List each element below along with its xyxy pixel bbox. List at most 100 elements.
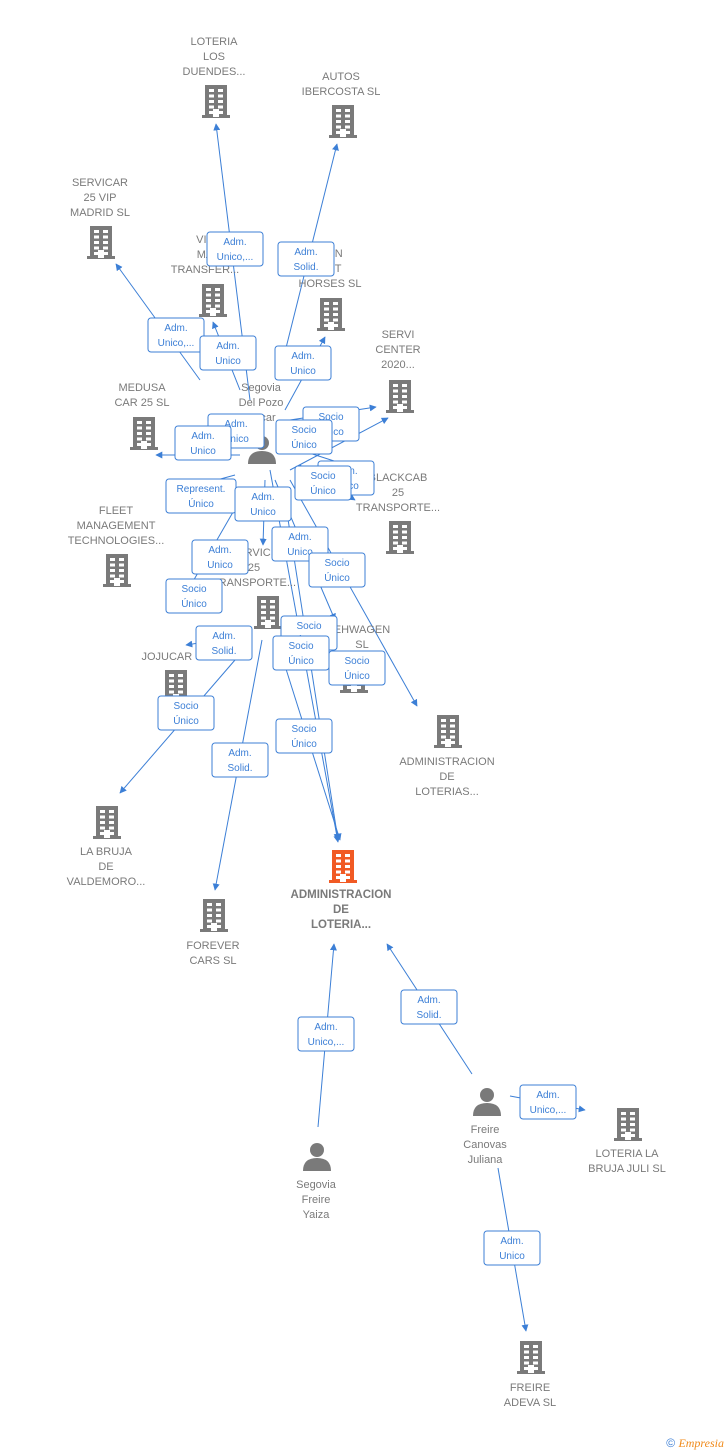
badge-text: Socio (181, 584, 206, 595)
node-label-line: LOTERIA LA (596, 1148, 660, 1160)
badge-text: Unico (250, 507, 276, 518)
node-forever[interactable]: FOREVER CARS SL (186, 899, 240, 967)
node-label-line: SL (355, 639, 368, 651)
node-admin_loterias[interactable]: ADMINISTRACIONDELOTERIAS... (399, 715, 495, 798)
relation-badge[interactable]: Adm.Unico (483, 1230, 541, 1266)
badge-text: Único (173, 714, 199, 727)
edge-segovia_oscar-to-ehwagen (289, 479, 418, 707)
node-loteria_duendes[interactable]: LOTERIALOSDUENDES... (183, 36, 246, 118)
badge-text: Adm. (288, 532, 311, 543)
badge-text: Unico,... (530, 1105, 567, 1116)
building-icon (93, 806, 121, 839)
relation-badge[interactable]: Adm. Solid. (400, 989, 458, 1025)
relation-badge[interactable]: Adm. Unico (234, 486, 292, 522)
building-icon (130, 417, 158, 450)
node-label-line: 25 (392, 487, 404, 499)
relation-badge[interactable]: Adm.Unico,... (297, 1016, 355, 1052)
node-label-line: Yaiza (303, 1209, 331, 1221)
node-label-line: CENTER (375, 344, 420, 356)
node-label-line: 2020... (381, 359, 415, 371)
badge-text: Adm. (164, 323, 187, 334)
badge-text: Represent. (177, 484, 226, 495)
node-label-line: DUENDES... (183, 66, 246, 78)
badge-text: Unico (499, 1251, 525, 1262)
badge-text: Adm. (314, 1022, 337, 1033)
badge-text: Adm. (294, 247, 317, 258)
node-label-line: ADMINISTRACION (399, 756, 494, 768)
node-servicenter[interactable]: SERVICENTER2020... (375, 329, 421, 413)
node-label-line: Del Pozo (239, 397, 284, 409)
badge-text: Socio (173, 701, 198, 712)
building-icon (386, 380, 414, 413)
building-icon (200, 899, 228, 932)
node-label-line: FOREVER (186, 940, 239, 952)
node-label-line: Freire (302, 1194, 331, 1206)
edge-segovia_oscar-to-blackcab (289, 417, 389, 471)
badge-text: Unico,... (158, 338, 195, 349)
badge-text: Unico (290, 366, 316, 377)
badge-text: Solid. (416, 1010, 441, 1021)
relation-badge[interactable]: Adm.Unico,... (519, 1084, 577, 1120)
node-label-line: MANAGEMENT (77, 520, 156, 532)
relation-badge[interactable]: Adm.Unico (274, 345, 332, 381)
node-jojucar[interactable]: JOJUCAR S (141, 651, 203, 703)
node-label-line: LOS (203, 51, 225, 63)
relation-badge[interactable]: Adm.Solid. (211, 742, 269, 778)
node-la_bruja[interactable]: LA BRUJADEVALDEMORO... (67, 806, 146, 888)
copyright-symbol: © (666, 1436, 676, 1450)
node-focus[interactable]: ADMINISTRACIONDELOTERIA... (291, 850, 392, 931)
node-label-line: TRANSPORTE... (212, 577, 296, 589)
building-icon (517, 1341, 545, 1374)
node-martin[interactable]: RTINORTHORSES SL (299, 248, 362, 331)
badge-text: Socio (344, 656, 369, 667)
node-label-line: CARS SL (189, 955, 236, 967)
badge-text: Adm. (191, 431, 214, 442)
building-icon (386, 521, 414, 554)
node-label-line: BLACKCAB (369, 472, 428, 484)
node-label-line: ADEVA SL (504, 1397, 556, 1409)
badge-text: Adm. (417, 995, 440, 1006)
badge-text: Único (188, 497, 214, 510)
node-label-line: FLEET (99, 505, 134, 517)
node-label-line: FREIRE (510, 1382, 550, 1394)
footer-brand[interactable]: © Empresia (666, 1436, 724, 1451)
node-label-line: DE (98, 861, 113, 873)
node-label-line: Canovas (463, 1139, 507, 1151)
node-freire_adeva[interactable]: FREIRE ADEVA SL (504, 1341, 556, 1409)
badge-text: Adm. (251, 492, 274, 503)
building-icon (434, 715, 462, 748)
relation-badge[interactable]: Adm.Solid. (195, 625, 253, 661)
relation-badge[interactable]: Represent. Único (165, 478, 237, 514)
relation-badge[interactable]: Adm. Unico (174, 425, 232, 461)
relation-badge[interactable]: Adm.Unico (191, 539, 249, 575)
relation-badge[interactable]: Adm.Unico (199, 335, 257, 371)
relation-badge[interactable]: Adm. Unico,... (147, 317, 205, 353)
building-icon (254, 596, 282, 629)
badge-text: Unico (190, 446, 216, 457)
node-label-line: MADRID SL (70, 207, 130, 219)
node-blackcab[interactable]: BLACKCAB25TRANSPORTE... (356, 472, 440, 554)
badge-text: Unico (215, 356, 241, 367)
building-icon (614, 1108, 642, 1141)
relation-badge[interactable]: Adm.Unico,... (206, 231, 264, 267)
relation-badge[interactable]: Adm.Solid. (277, 241, 335, 277)
badge-text: Solid. (211, 646, 236, 657)
node-label-line: LOTERIAS... (415, 786, 479, 798)
node-fleet[interactable]: FLEETMANAGEMENTTECHNOLOGIES... (68, 505, 165, 587)
